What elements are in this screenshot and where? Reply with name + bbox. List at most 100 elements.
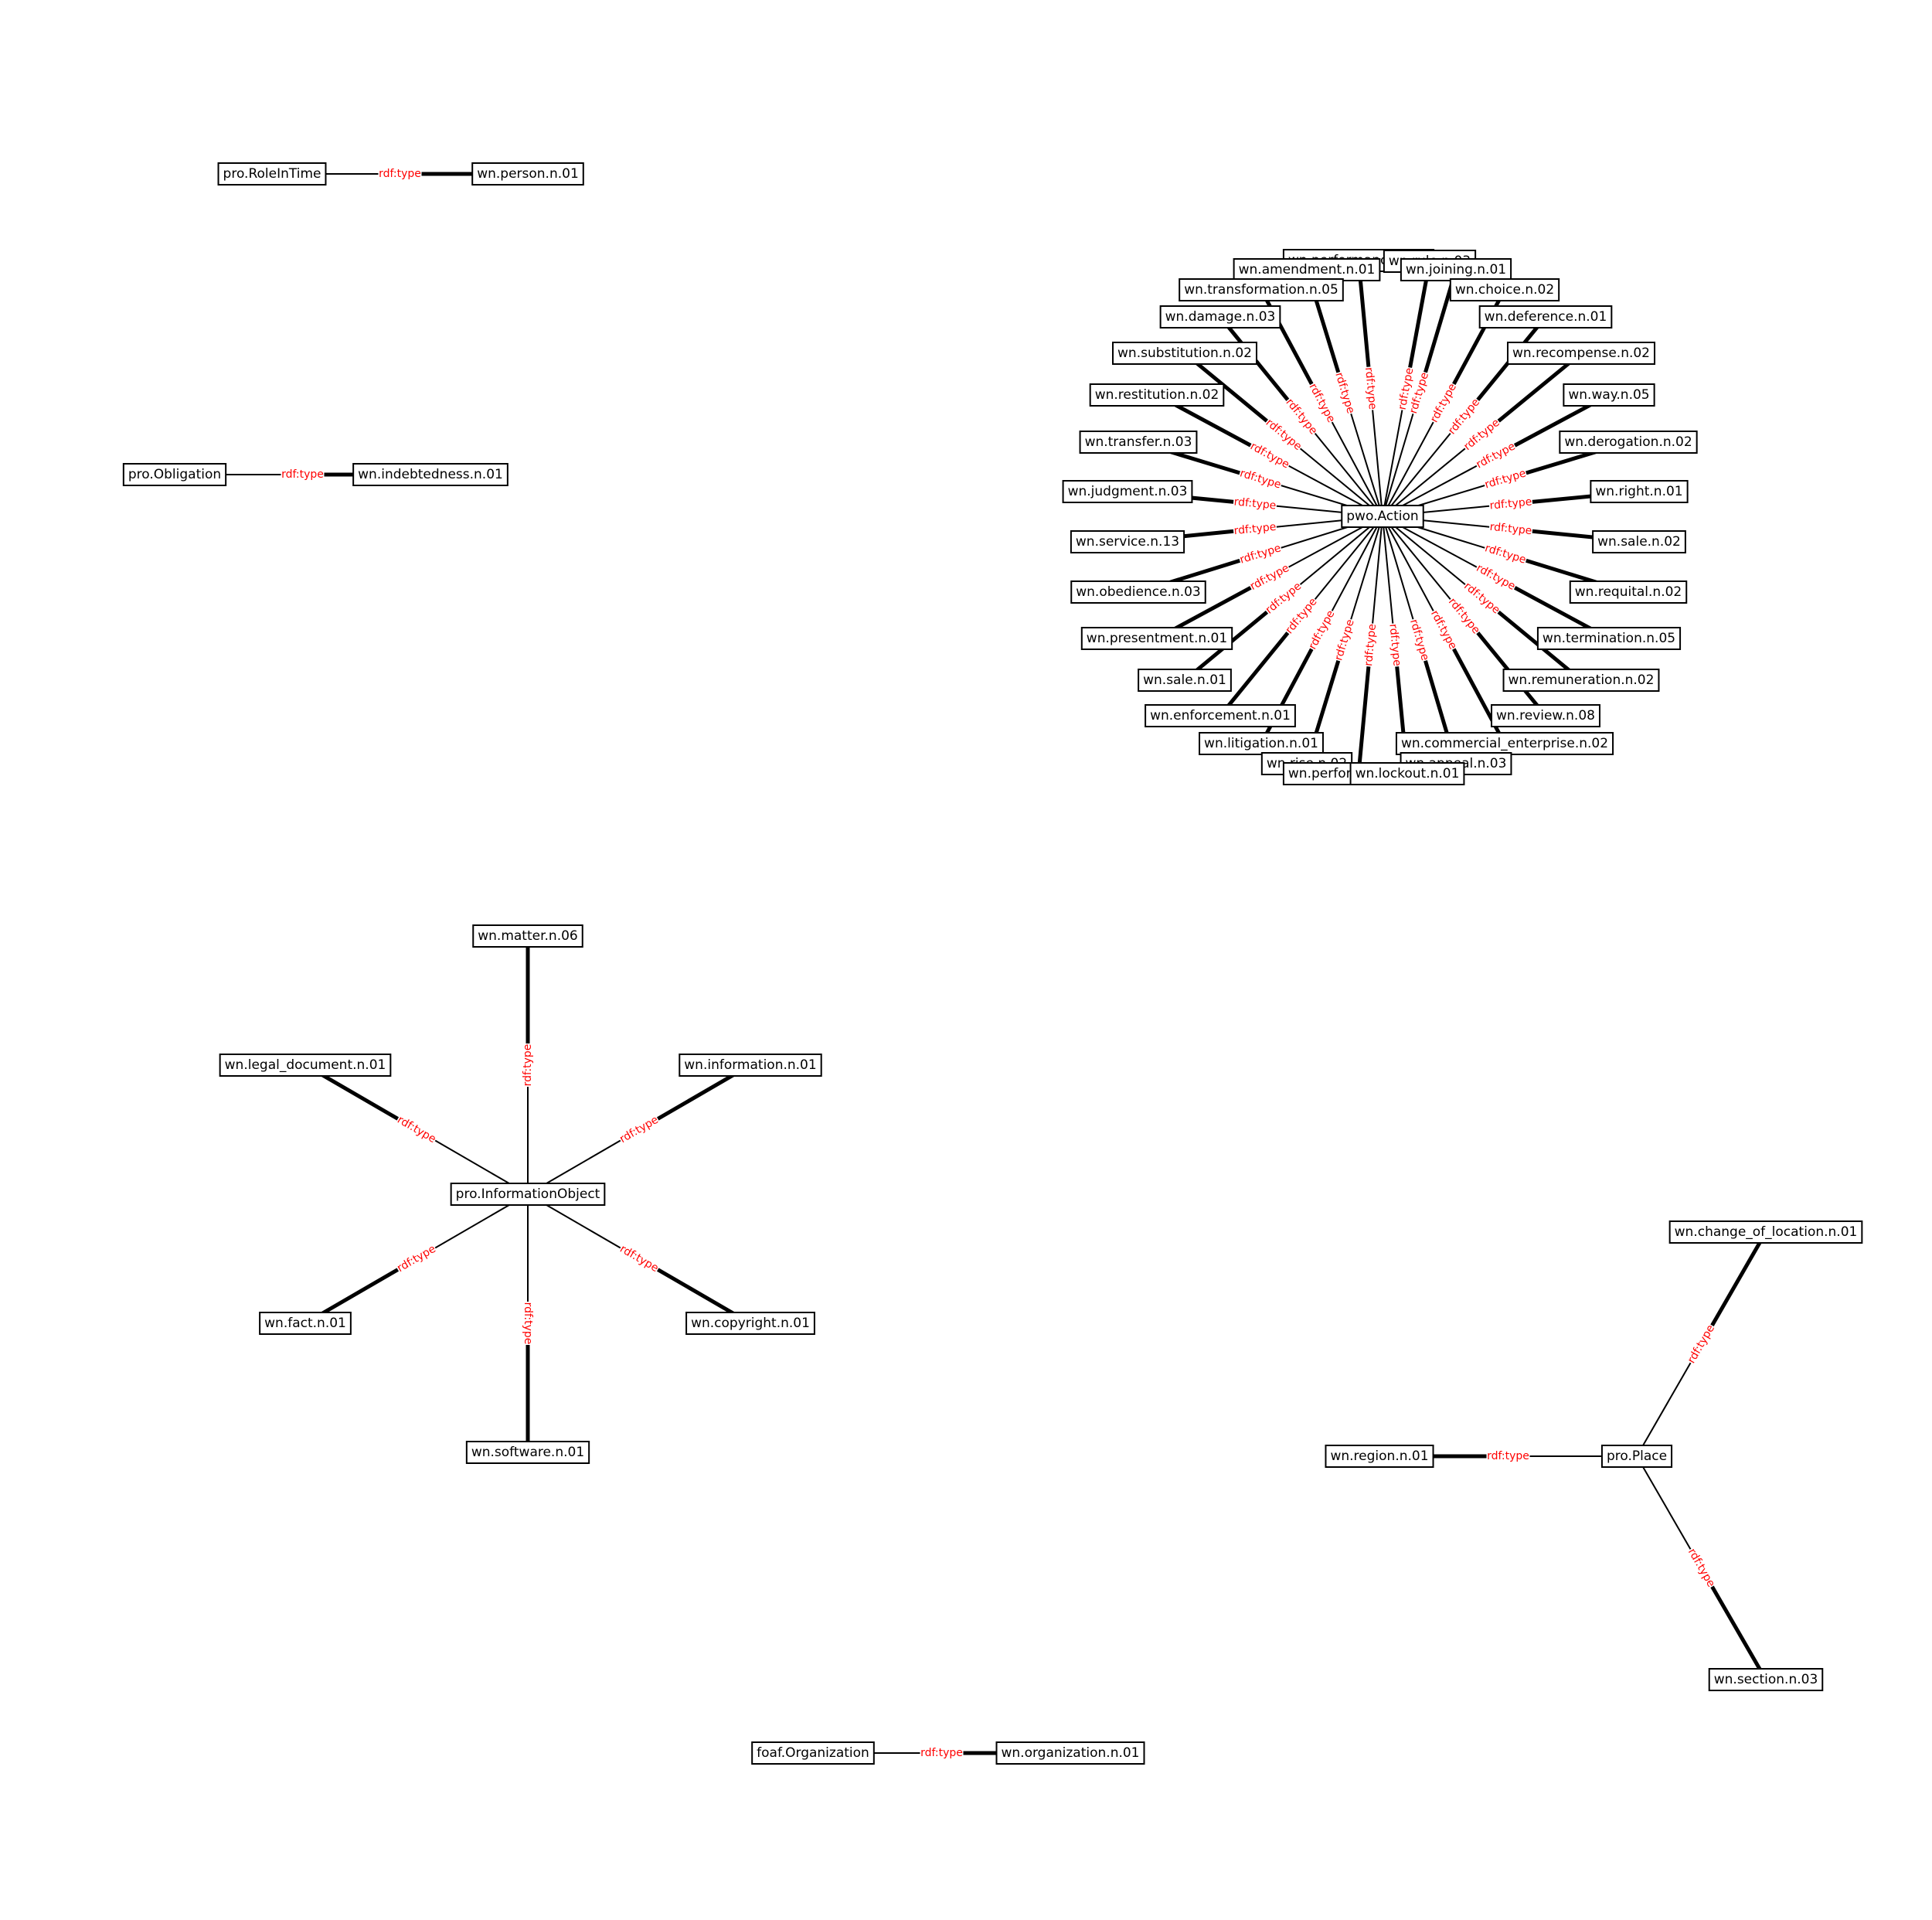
node-label: pro.Obligation bbox=[128, 467, 221, 482]
edge-label-bg bbox=[617, 1241, 662, 1276]
edge-label-bg bbox=[1406, 370, 1433, 416]
edge-label-bg bbox=[1427, 380, 1461, 426]
node-box bbox=[685, 1312, 815, 1335]
node-box bbox=[1080, 627, 1233, 650]
edge-labels-layer: rdf:type rdf:type rdf:type rdf:type rdf:type… bbox=[281, 167, 1719, 1760]
node-label: wn.fact.n.01 bbox=[264, 1316, 346, 1331]
node-box bbox=[1179, 278, 1344, 301]
node-wn-derogation-n-02: wn.derogation.n.02 bbox=[1559, 431, 1698, 454]
edge-label-bg bbox=[1237, 466, 1284, 492]
edge-label: rdf:type bbox=[1483, 467, 1527, 491]
node-label: wn.section.n.03 bbox=[1714, 1672, 1818, 1687]
edge-label-bg bbox=[1488, 519, 1533, 539]
node-box bbox=[995, 1741, 1145, 1765]
node-label: pro.RoleInTime bbox=[223, 166, 321, 182]
edge-label-bg bbox=[1488, 495, 1533, 513]
node-label: wn.remuneration.n.02 bbox=[1509, 672, 1655, 688]
node-label: wn.judgment.n.03 bbox=[1068, 484, 1188, 499]
node-wn-commercial-enterprise-n-02: wn.commercial_enterprise.n.02 bbox=[1395, 732, 1614, 755]
edge-label-bg bbox=[1473, 439, 1519, 472]
node-box bbox=[1349, 762, 1465, 785]
node-label: wn.copyright.n.01 bbox=[691, 1316, 810, 1331]
node-wn-damage-n-03: wn.damage.n.03 bbox=[1159, 305, 1281, 329]
node-label: wn.restitution.n.02 bbox=[1095, 387, 1219, 403]
node-label: wn.review.n.08 bbox=[1496, 708, 1595, 723]
edge-label-bg bbox=[1461, 415, 1503, 454]
edge-label-bg bbox=[378, 167, 422, 181]
node-wn-recompense-n-02: wn.recompense.n.02 bbox=[1506, 342, 1656, 365]
node-label: wn.termination.n.05 bbox=[1543, 631, 1675, 646]
edge-label-bg bbox=[521, 1043, 535, 1087]
node-box bbox=[1395, 732, 1614, 755]
node-label: wn.substitution.n.02 bbox=[1117, 346, 1252, 361]
node-box bbox=[450, 1183, 606, 1206]
node-wn-change-of-location-n-01: wn.change_of_location.n.01 bbox=[1668, 1220, 1863, 1244]
node-box bbox=[1569, 580, 1688, 604]
node-wn-right-n-01: wn.right.n.01 bbox=[1590, 480, 1689, 503]
edge-label: rdf:type bbox=[1248, 440, 1291, 471]
edge-label-bg bbox=[1395, 366, 1417, 412]
node-wn-person-n-01: wn.person.n.01 bbox=[471, 162, 584, 186]
node-label: wn.litigation.n.01 bbox=[1204, 736, 1318, 751]
node-box bbox=[1559, 431, 1698, 454]
node-label: wn.information.n.01 bbox=[684, 1057, 816, 1073]
node-label: wn.damage.n.03 bbox=[1165, 309, 1276, 325]
node-wn-amendment-n-01: wn.amendment.n.01 bbox=[1233, 258, 1381, 281]
node-wn-region-n-01: wn.region.n.01 bbox=[1325, 1445, 1434, 1468]
edge-label-bg bbox=[1305, 380, 1338, 426]
edge-label: rdf:type bbox=[281, 468, 324, 481]
node-label: wn.legal_document.n.01 bbox=[225, 1057, 386, 1073]
node-box bbox=[1590, 480, 1689, 503]
node-label: pwo.Action bbox=[1346, 509, 1418, 524]
edge-label: rdf:type bbox=[617, 1114, 660, 1146]
edge-label-bg bbox=[1482, 466, 1529, 492]
edge-label-bg bbox=[1461, 579, 1503, 618]
node-wn-lockout-n-01: wn.lockout.n.01 bbox=[1349, 762, 1465, 785]
node-wn-transformation-n-05: wn.transformation.n.05 bbox=[1179, 278, 1344, 301]
edge-label: rdf:type bbox=[1362, 366, 1379, 410]
edge-label: rdf:type bbox=[1386, 623, 1403, 666]
node-wn-requital-n-02: wn.requital.n.02 bbox=[1569, 580, 1688, 604]
edge-label-bg bbox=[617, 1112, 662, 1147]
node-wn-organization-n-01: wn.organization.n.01 bbox=[995, 1741, 1145, 1765]
edge-label-bg bbox=[1486, 1449, 1530, 1463]
edge-label: rdf:type bbox=[1362, 623, 1379, 666]
node-box bbox=[1502, 669, 1660, 692]
node-label: wn.sale.n.02 bbox=[1597, 534, 1681, 550]
node-box bbox=[1079, 431, 1198, 454]
edge-label: rdf:type bbox=[1233, 521, 1277, 537]
edge-label: rdf:type bbox=[1685, 1547, 1717, 1589]
node-wn-judgment-n-03: wn.judgment.n.03 bbox=[1062, 480, 1193, 503]
node-box bbox=[1600, 1445, 1673, 1468]
node-label: wn.service.n.13 bbox=[1076, 534, 1179, 550]
node-label: wn.requital.n.02 bbox=[1575, 584, 1682, 600]
node-box bbox=[1138, 669, 1232, 692]
node-box bbox=[352, 463, 509, 486]
edge-label-bg bbox=[1473, 560, 1519, 594]
edge-label: rdf:type bbox=[395, 1114, 437, 1146]
node-pro-obligation: pro.Obligation bbox=[122, 463, 227, 486]
edge-label-bg bbox=[1361, 366, 1380, 411]
node-box bbox=[1089, 383, 1225, 407]
node-box bbox=[1159, 305, 1281, 329]
node-box bbox=[472, 924, 583, 948]
edge-label-bg bbox=[1482, 541, 1529, 567]
node-box bbox=[1341, 505, 1424, 528]
node-wn-service-n-13: wn.service.n.13 bbox=[1070, 530, 1185, 553]
node-box bbox=[1070, 580, 1206, 604]
node-foaf-organization: foaf.Organization bbox=[751, 1741, 875, 1765]
edge-label: rdf:type bbox=[1238, 542, 1282, 566]
node-box bbox=[1708, 1668, 1824, 1691]
node-label: wn.transfer.n.03 bbox=[1085, 434, 1192, 450]
node-label: wn.person.n.01 bbox=[477, 166, 579, 182]
edge-label: rdf:type bbox=[1487, 1450, 1529, 1462]
node-label: wn.enforcement.n.01 bbox=[1150, 708, 1291, 723]
node-label: pro.Place bbox=[1607, 1449, 1667, 1464]
node-wn-substitution-n-02: wn.substitution.n.02 bbox=[1112, 342, 1257, 365]
node-label: wn.lockout.n.01 bbox=[1355, 766, 1460, 781]
node-box bbox=[1478, 305, 1613, 329]
edge-label-bg bbox=[1233, 495, 1277, 513]
edge-label-bg bbox=[1444, 594, 1484, 638]
edge-label-bg bbox=[1247, 439, 1292, 472]
